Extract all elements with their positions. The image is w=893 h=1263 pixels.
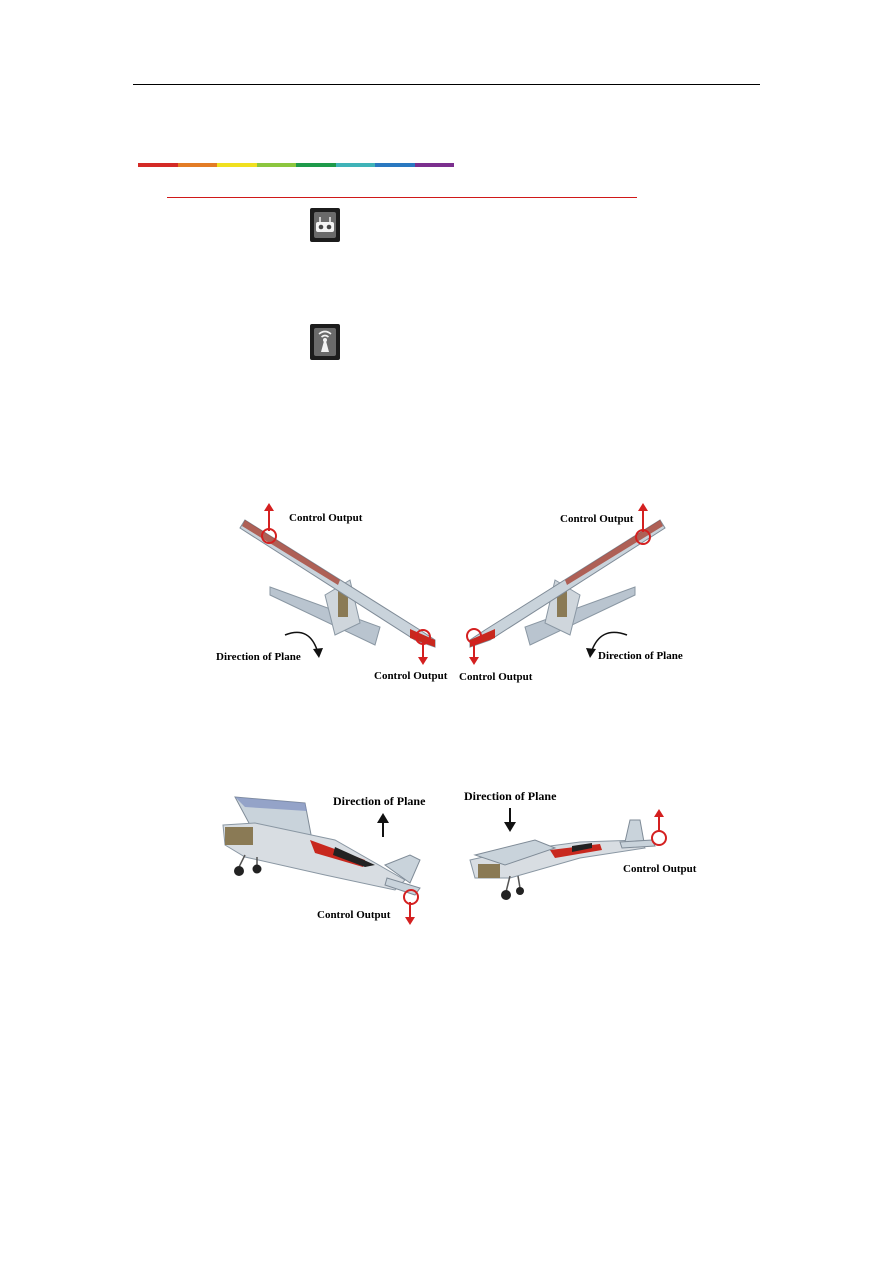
elevator-diagram-left — [222, 796, 421, 925]
color-segment — [256, 163, 296, 167]
transmitter-icon — [310, 208, 340, 242]
elevator-right-control-output: Control Output — [623, 863, 697, 875]
color-segment — [177, 163, 217, 167]
color-segment — [414, 163, 454, 167]
elevator-left-direction-label: Direction of Plane — [333, 794, 426, 808]
color-segment — [217, 163, 257, 167]
color-segment — [335, 163, 375, 167]
aileron-right-control-output-top: Control Output — [560, 513, 634, 525]
aileron-left-direction-label: Direction of Plane — [216, 651, 301, 663]
elevator-right-direction-label: Direction of Plane — [464, 789, 557, 803]
color-segment — [138, 163, 178, 167]
section-divider — [167, 197, 637, 198]
aileron-diagram-left — [239, 503, 436, 665]
elevator-diagram-right — [469, 808, 667, 900]
aileron-left-control-output-bottom: Control Output — [374, 670, 448, 682]
elevator-left-control-output: Control Output — [317, 909, 391, 921]
aileron-left-control-output-top: Control Output — [289, 512, 363, 524]
header-rule — [133, 84, 760, 85]
aileron-right-control-output-bottom: Control Output — [459, 671, 533, 683]
aileron-diagram-right — [466, 503, 666, 665]
color-segment — [296, 163, 336, 167]
aileron-right-direction-label: Direction of Plane — [598, 650, 683, 662]
antenna-signal-icon — [310, 324, 340, 360]
section-color-bar — [138, 163, 454, 167]
color-segment — [375, 163, 415, 167]
